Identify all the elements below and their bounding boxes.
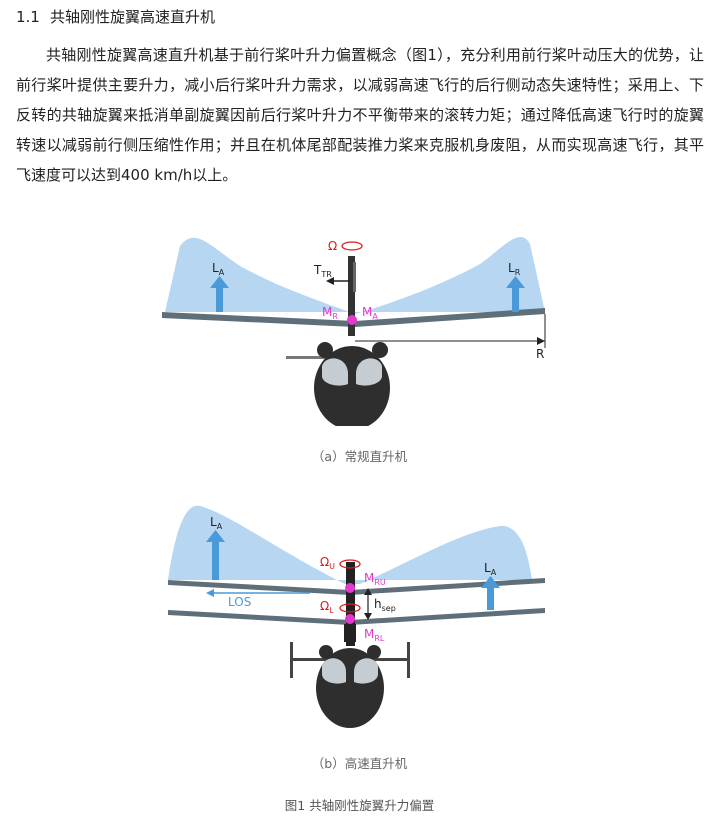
body-paragraph: 共轴刚性旋翼高速直升机基于前行桨叶升力偏置概念（图1），充分利用前行桨叶动压大的… <box>16 46 704 184</box>
lift-distribution-a <box>165 236 545 314</box>
lift-arrow-right-a <box>506 276 525 312</box>
fuselage-b <box>290 624 410 728</box>
rotor-blade-a <box>162 308 545 327</box>
svg-text:LR: LR <box>508 261 521 277</box>
lift-arrow-left-b <box>206 530 225 580</box>
figure-b-caption: （b）高速直升机 <box>311 756 408 771</box>
moment-left-label-a: M <box>322 305 332 319</box>
lift-left-label-a: L <box>212 261 219 275</box>
lift-distribution-b <box>168 505 532 584</box>
lift-right-label-b: L <box>484 561 491 575</box>
tail-rotor-thrust-label: T <box>313 263 322 277</box>
section-number: 1.1 <box>16 8 40 26</box>
lift-right-label-a: L <box>508 261 515 275</box>
omega-upper-label: Ω <box>320 555 329 569</box>
radius-label: R <box>536 347 544 361</box>
separation-label: h <box>374 597 382 611</box>
svg-text:MRL: MRL <box>364 627 385 643</box>
svg-text:LA: LA <box>210 515 223 531</box>
svg-text:LA: LA <box>212 261 225 277</box>
section-heading: 1.1 共轴刚性旋翼高速直升机 <box>16 6 215 27</box>
lift-arrow-left-a <box>210 276 229 312</box>
figure-b-diagram: LA LA LOS ΩU ΩL MRU MRL hsep <box>168 505 545 728</box>
los-label: LOS <box>228 595 251 609</box>
svg-text:TTR: TTR <box>313 263 332 279</box>
svg-text:ΩU: ΩU <box>320 555 335 571</box>
section-title: 共轴刚性旋翼高速直升机 <box>50 8 216 26</box>
svg-text:MA: MA <box>362 305 378 321</box>
figure-a-diagram: LA LR TTR Ω MR MA R <box>162 236 546 426</box>
figure-a-caption: （a）常规直升机 <box>311 449 408 464</box>
omega-label-a: Ω <box>328 239 337 253</box>
moment-lower-label: M <box>364 627 374 641</box>
fuselage-a <box>286 342 390 426</box>
lift-arrow-right-b <box>481 576 500 610</box>
svg-text:ΩL: ΩL <box>320 599 334 615</box>
svg-text:MR: MR <box>322 305 338 321</box>
lower-rotor-blade <box>168 608 545 625</box>
moment-right-label-a: M <box>362 305 372 319</box>
upper-rotor-blade <box>168 578 545 595</box>
moment-upper-label: M <box>364 571 374 585</box>
omega-lower-label: Ω <box>320 599 329 613</box>
lift-left-label-b: L <box>210 515 217 529</box>
svg-text:LA: LA <box>484 561 497 577</box>
svg-text:MRU: MRU <box>364 571 386 587</box>
svg-text:hsep: hsep <box>374 597 396 613</box>
figure-title: 图1 共轴刚性旋翼升力偏置 <box>284 798 435 813</box>
